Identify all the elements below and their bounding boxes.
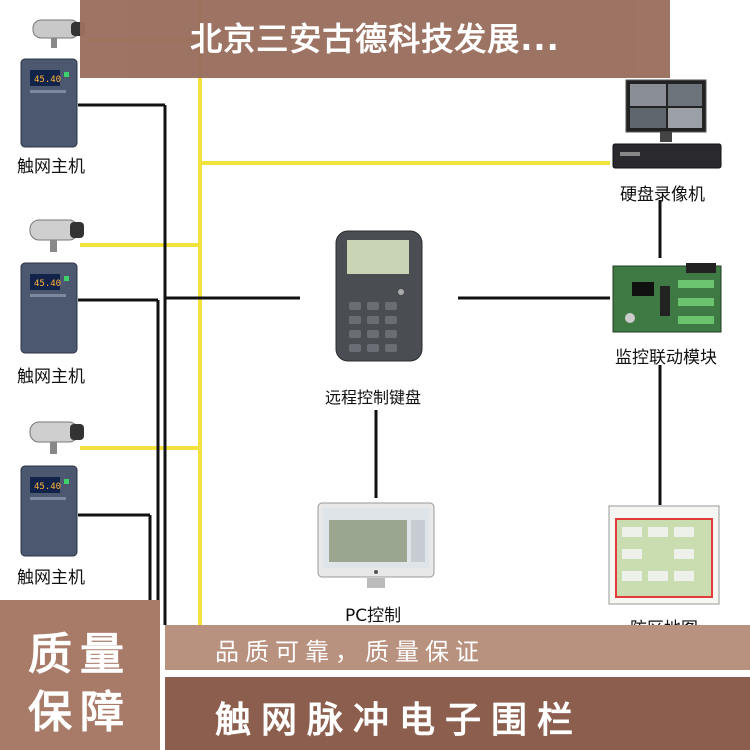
product-name: 触网脉冲电子围栏: [215, 700, 584, 741]
fence-host-unit: 45.40: [20, 262, 78, 354]
host-label: 触网主机: [17, 157, 85, 177]
keypad-device: [335, 230, 423, 362]
quality-badge: 质量 保障: [0, 600, 160, 750]
pc-monitor: [317, 502, 435, 592]
slogan-bar: 品质可靠，质量保证: [165, 625, 750, 670]
company-banner: 北京三安古德科技发展...: [80, 0, 670, 78]
linkage-module: [612, 262, 722, 334]
linkage-label: 监控联动模块: [615, 348, 717, 368]
zone-map: [608, 505, 720, 605]
svg-text:45.40: 45.40: [34, 75, 61, 85]
svg-text:45.40: 45.40: [34, 482, 61, 492]
company-name: 北京三安古德科技发展...: [190, 20, 560, 58]
fence-host-unit: 45.40: [20, 465, 78, 557]
badge-line-2: 保障: [28, 687, 132, 738]
camera-icon: [22, 414, 92, 459]
product-bar: 触网脉冲电子围栏: [165, 677, 750, 750]
camera-icon: [22, 212, 92, 257]
keypad-label: 远程控制键盘: [325, 388, 422, 407]
badge-line-1: 质量: [28, 629, 132, 680]
host-label: 触网主机: [17, 367, 85, 387]
dvr-device: [612, 78, 722, 176]
pc-label: PC控制: [345, 606, 402, 626]
host-label: 触网主机: [17, 568, 85, 588]
slogan-text: 品质可靠，质量保证: [215, 638, 485, 666]
dvr-label: 硬盘录像机: [620, 185, 705, 205]
svg-text:45.40: 45.40: [34, 279, 61, 289]
fence-host-unit: 45.40: [20, 58, 78, 148]
